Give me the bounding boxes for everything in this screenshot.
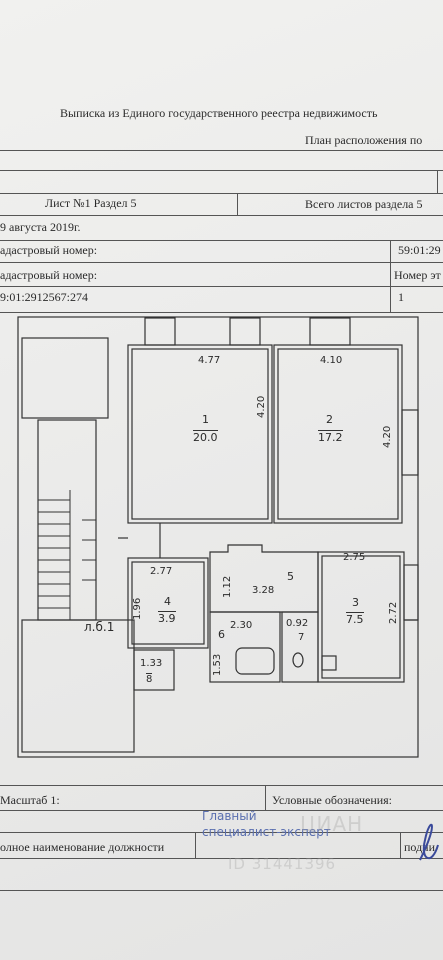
room-2-area: 17.2 (318, 430, 343, 444)
room-7-width-dim: 0.92 (286, 618, 309, 629)
table-line (0, 286, 443, 287)
stamp-line-2: специалист-эксперт (202, 825, 331, 839)
table-divider (400, 832, 401, 858)
table-line (0, 832, 443, 833)
room-1-top-dim: 4.77 (198, 355, 221, 366)
room-1-outline (127, 344, 273, 524)
cadastral-label-2: адастровый номер: (0, 268, 98, 282)
room-4-top-dim: 2.77 (150, 566, 173, 577)
table-divider (265, 785, 266, 810)
plan-frame (17, 316, 419, 758)
room-6-number: 6 (218, 628, 225, 641)
table-line (0, 170, 443, 171)
room-6-width-dim: 2.30 (230, 620, 253, 631)
watermark-id: ID 31441396 (228, 855, 337, 873)
room-3-top-dim: 2.75 (343, 552, 366, 563)
scale-label: Масштаб 1: (0, 793, 60, 807)
cadastral-value-2: 9:01:2912567:274 (0, 290, 89, 304)
room-7-number: 7 (298, 632, 305, 643)
date-text: 9 августа 2019г. (0, 220, 81, 234)
table-line (0, 312, 443, 313)
room-5-number: 5 (287, 570, 294, 583)
position-label: олное наименование должности (0, 840, 165, 854)
cadastral-label-1: адастровый номер: (0, 243, 98, 257)
table-line (0, 858, 443, 859)
table-divider (390, 240, 391, 312)
room-4-area: 3.9 (158, 611, 176, 625)
room-5-width-dim: 3.28 (252, 585, 275, 596)
room-8-number: 8 (146, 673, 153, 685)
plan-subtitle: План расположения по (305, 133, 423, 147)
legend-label: Условные обозначения: (272, 793, 393, 807)
room-4-outline (127, 557, 209, 649)
table-divider (437, 170, 438, 193)
room-4-number: 4 (164, 595, 171, 608)
room-8-width-dim: 1.33 (140, 658, 163, 669)
table-line (0, 785, 443, 786)
total-sheets-label: Всего листов раздела 5 (305, 197, 423, 211)
table-line (0, 193, 443, 194)
floor-number-label: Номер эт (394, 268, 441, 282)
room-3-area: 7.5 (346, 612, 364, 626)
table-line (0, 150, 443, 151)
table-line (0, 215, 443, 216)
room-3-number: 3 (352, 596, 359, 609)
stamp-line-1: Главный (202, 809, 257, 823)
sheet-label: Лист №1 Раздел 5 (45, 196, 137, 210)
table-line (0, 890, 443, 891)
table-divider (195, 832, 196, 858)
room-2-top-dim: 4.10 (320, 355, 343, 366)
table-line (0, 810, 443, 811)
floor-number-value: 1 (398, 290, 404, 304)
table-line (0, 262, 443, 263)
table-divider (237, 193, 238, 215)
stairwell-label: л.б.1 (84, 620, 115, 634)
room-2-number: 2 (326, 413, 333, 426)
watermark-logo: ЦИАН (300, 812, 364, 836)
room-6-outline (209, 611, 281, 683)
cadastral-value-1: 59:01:29 (398, 243, 441, 257)
table-line (0, 240, 443, 241)
extract-title: Выписка из Единого государственного реес… (60, 106, 378, 120)
room-1-area: 20.0 (193, 430, 218, 444)
room-1-number: 1 (202, 413, 209, 426)
